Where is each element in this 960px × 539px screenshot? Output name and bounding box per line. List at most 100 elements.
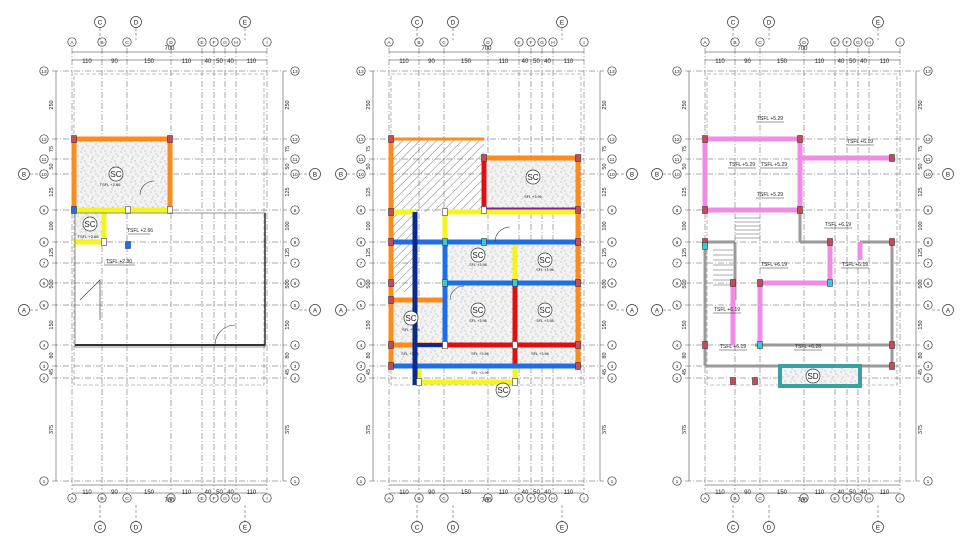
dim-left-1: 75 <box>366 146 372 152</box>
sc-marker-circle <box>470 247 486 263</box>
row-bubble-left-11-text: 11 <box>358 157 363 163</box>
row-bubble-right-8-text: 8 <box>927 240 930 246</box>
dim-bottom-1: 90 <box>111 490 118 496</box>
col-bubble-top-I-text: I <box>266 40 267 46</box>
col-bubble-bottom-H-circle <box>548 493 558 503</box>
col-bubble-top-C-text: C <box>442 40 446 46</box>
col-bubble-top-E-circle <box>197 37 207 47</box>
col-bubble-top-E-text: E <box>833 40 837 46</box>
col-bubble-top-C-circle <box>439 37 449 47</box>
dim-left-4: 100 <box>49 221 55 230</box>
dim-right-1: 75 <box>602 146 608 152</box>
dim-right-8: 80 <box>285 352 291 358</box>
dim-left-0: 250 <box>49 100 55 109</box>
col-bubble-bottom-I: I <box>895 493 905 503</box>
major-row-left-A-circle <box>651 304 663 316</box>
slab-note: TSFL +2.66 <box>78 234 100 239</box>
major-col-top-C: C <box>727 16 739 28</box>
major-row-right-B: B <box>309 168 321 180</box>
col-bubble-bottom-F-circle <box>526 493 536 503</box>
row-bubble-left-4-circle <box>39 340 49 350</box>
slab-note: SFL +3.96 <box>536 319 554 323</box>
row-bubble-left-5-circle <box>356 300 366 310</box>
col-bubble-bottom-D-text: D <box>802 496 806 502</box>
level-label: TSFL +5.29 <box>757 192 783 198</box>
row-bubble-left-2-circle <box>672 373 682 383</box>
sc-marker-circle <box>403 310 419 326</box>
col-bubble-top-D-text: D <box>169 40 173 46</box>
row-bubble-right-7: 7 <box>607 258 617 268</box>
row-bubble-right-10-text: 10 <box>925 172 931 178</box>
row-bubble-left-7-text: 7 <box>43 261 46 267</box>
col-bubble-top-G-circle <box>220 37 230 47</box>
major-col-top-C-text: C <box>415 19 420 26</box>
row-bubble-left-5-circle <box>672 300 682 310</box>
major-col-bottom-C-text: C <box>731 524 736 531</box>
col-bubble-bottom-B-text: B <box>100 496 103 502</box>
dim-left-10: 375 <box>682 425 688 434</box>
dim-left-2: 50 <box>366 163 372 169</box>
row-bubble-left-2-text: 2 <box>43 376 46 382</box>
col-bubble-top-A-text: A <box>703 40 707 46</box>
dim-right-6: 500 <box>918 279 924 288</box>
row-bubble-right-1: 1 <box>923 476 933 486</box>
major-col-top-E-circle <box>556 16 568 28</box>
col-bubble-bottom-H-text: H <box>234 496 238 502</box>
sc-marker-text: SC <box>497 386 508 395</box>
row-bubble-right-4-text: 4 <box>294 343 297 349</box>
row-bubble-right-3: 3 <box>290 361 300 371</box>
major-row-right-A-circle <box>626 304 638 316</box>
slab-note: SFL +3.96 <box>524 195 542 199</box>
column <box>388 208 394 216</box>
col-bubble-bottom-H-text: H <box>551 496 555 502</box>
major-row-left-B-circle <box>651 168 663 180</box>
dim-left-0: 250 <box>682 100 688 109</box>
row-bubble-left-11-text: 11 <box>674 157 679 163</box>
row-bubble-left-6-text: 6 <box>360 281 363 287</box>
row-bubble-left-2-text: 2 <box>676 376 679 382</box>
dim-bottom-7: 110 <box>247 490 257 496</box>
dim-top-7: 110 <box>564 59 574 65</box>
row-bubble-right-1-text: 1 <box>611 479 614 485</box>
col-bubble-top-B-text: B <box>417 40 420 46</box>
col-bubble-bottom-C-text: C <box>125 496 129 502</box>
row-bubble-right-6-text: 6 <box>611 281 614 287</box>
col-bubble-top-D-circle <box>483 37 493 47</box>
row-bubble-left-7-circle <box>39 258 49 268</box>
major-col-bottom-E: E <box>872 521 884 533</box>
dim-bottom-0: 110 <box>82 490 92 496</box>
column <box>388 279 394 287</box>
row-bubble-right-11-text: 11 <box>292 157 297 163</box>
col-bubble-top-B-text: B <box>733 40 736 46</box>
dim-top-0: 110 <box>399 59 409 65</box>
col-bubble-bottom-E-circle <box>197 493 207 503</box>
col-bubble-bottom-F-circle <box>842 493 852 503</box>
col-bubble-top-D-circle <box>166 37 176 47</box>
major-col-bottom-E-circle <box>556 521 568 533</box>
row-bubble-left-1-circle <box>356 476 366 486</box>
slab-note: SFL +3.96 <box>531 352 549 356</box>
row-bubble-right-10-text: 10 <box>609 172 615 178</box>
col-bubble-bottom-G: G <box>537 493 547 503</box>
col-bubble-bottom-A-circle <box>384 493 394 503</box>
major-col-bottom-E-text: E <box>560 524 564 531</box>
column-cyan <box>827 279 833 287</box>
row-bubble-right-5-circle <box>290 300 300 310</box>
dim-top-7: 110 <box>247 59 257 65</box>
row-bubble-right-4: 4 <box>290 340 300 350</box>
dim-right-5: 125 <box>285 248 291 257</box>
dim-total-bottom: 700 <box>481 498 492 504</box>
dim-bottom-6: 40 <box>227 490 234 496</box>
major-row-right-B-text: B <box>313 171 317 178</box>
col-bubble-bottom-F: F <box>842 493 852 503</box>
major-row-right-A-text: A <box>946 307 951 314</box>
row-bubble-right-13-text: 13 <box>925 69 931 75</box>
col-bubble-bottom-F-text: F <box>846 496 849 502</box>
row-bubble-left-3: 3 <box>356 361 366 371</box>
col-bubble-top-B: B <box>730 37 740 47</box>
row-bubble-right-6-text: 6 <box>927 281 930 287</box>
dim-right-10: 375 <box>918 425 924 434</box>
row-bubble-left-1-text: 1 <box>43 479 46 485</box>
major-col-top-C-circle <box>411 16 423 28</box>
